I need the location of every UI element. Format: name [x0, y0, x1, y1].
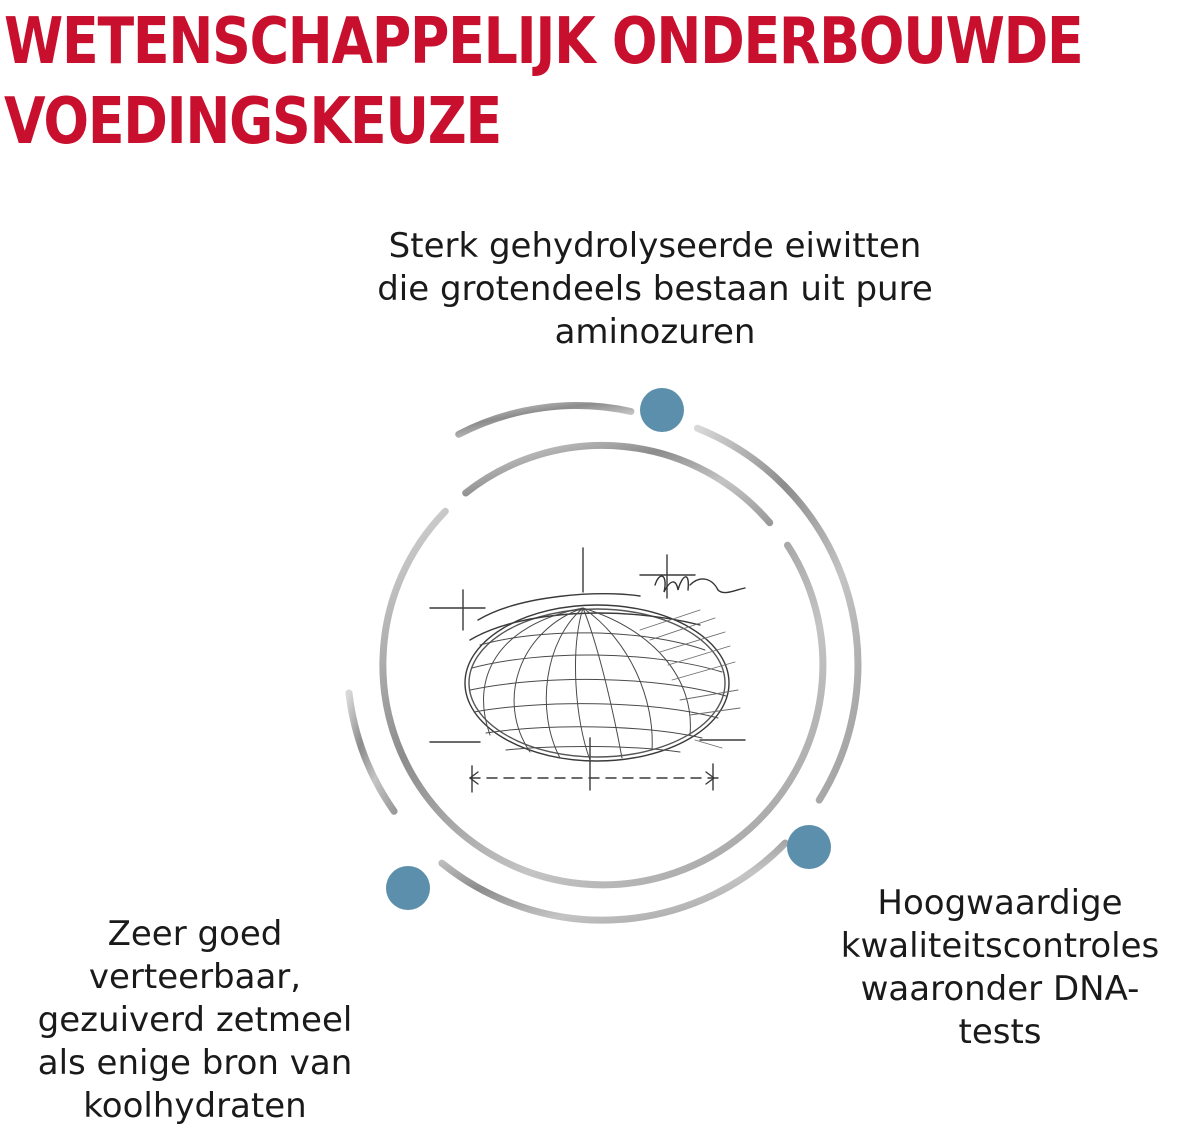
caption-line: Zeer goed	[107, 914, 283, 954]
inner-ring-arc-top	[462, 441, 774, 527]
title-line: VOEDINGSKEUZE	[4, 85, 502, 159]
caption-line: die grotendeels bestaan uit pure	[377, 269, 933, 309]
feature-caption-hydrolysed-proteins: Sterk gehydrolyseerde eiwitten die grote…	[330, 225, 980, 354]
caption-line: koolhydraten	[83, 1086, 307, 1126]
outer-ring	[345, 402, 862, 924]
caption-line: verteerbaar,	[88, 957, 302, 997]
kibble-sketch-icon	[429, 547, 746, 793]
caption-line: Hoogwaardige	[877, 883, 1123, 923]
marker-dot-top	[640, 388, 684, 432]
marker-dot-right	[787, 825, 831, 869]
inner-ring	[379, 441, 827, 889]
outer-ring-arc-top-left	[455, 402, 635, 438]
outer-ring-arc-bottom-right	[438, 839, 789, 924]
caption-line: tests	[958, 1012, 1042, 1052]
title-line: WETENSCHAPPELIJK ONDERBOUWDE	[4, 5, 1084, 79]
caption-line: kwaliteitscontroles	[840, 926, 1160, 966]
outer-ring-arc-right	[694, 424, 862, 804]
marker-dot-left	[386, 866, 430, 910]
outer-ring-arc-bottom-left	[345, 689, 398, 815]
caption-line: als enige bron van	[37, 1043, 353, 1083]
caption-line: gezuiverd zetmeel	[37, 1000, 353, 1040]
caption-line: aminozuren	[554, 312, 756, 352]
inner-ring-arc-main	[379, 507, 827, 889]
feature-caption-quality-controls: Hoogwaardige kwaliteitscontroles waarond…	[835, 882, 1165, 1054]
caption-line: waaronder DNA-	[860, 969, 1140, 1009]
feature-caption-starch: Zeer goed verteerbaar, gezuiverd zetmeel…	[20, 913, 370, 1128]
caption-line: Sterk gehydrolyseerde eiwitten	[388, 226, 922, 266]
page-title: WETENSCHAPPELIJK ONDERBOUWDE VOEDINGSKEU…	[4, 2, 1084, 162]
